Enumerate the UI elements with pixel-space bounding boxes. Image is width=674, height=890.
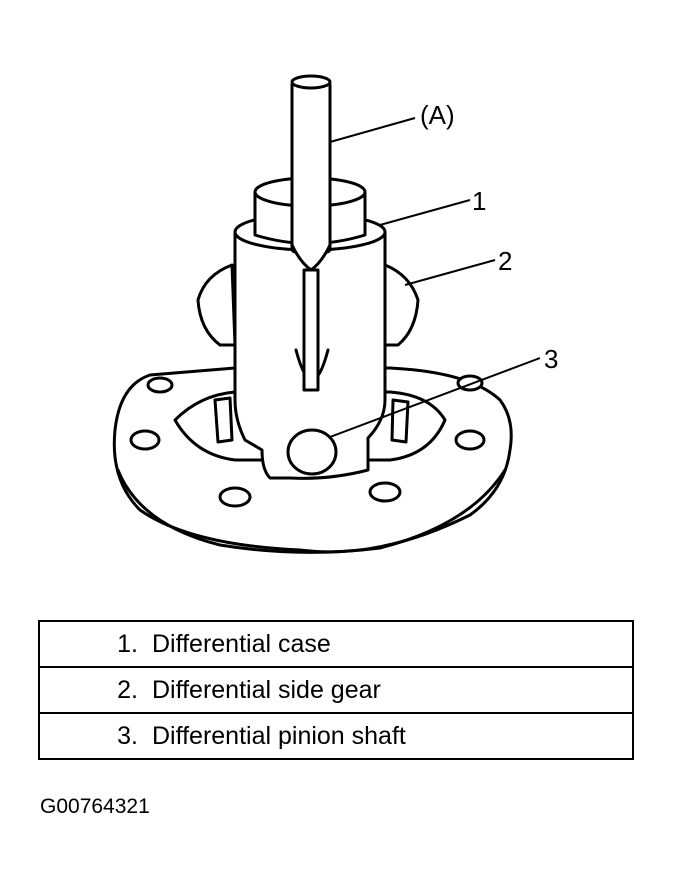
legend-row: 2. Differential side gear [38,666,634,714]
bolt-hole [454,429,486,451]
legend-number: 3. [117,721,138,750]
bolt-hole [146,376,174,394]
bolt-hole [368,481,402,503]
leader-2 [404,259,496,286]
callout-3: 3 [544,344,559,374]
figure-id: G00764321 [40,795,150,818]
leader-1 [379,199,471,226]
legend-text: Differential case [152,629,331,658]
tool-pin [302,268,320,392]
gear-tooth [390,398,410,444]
bolt-hole [129,429,161,451]
legend-row: 3. Differential pinion shaft [38,712,634,760]
leader-3 [329,357,541,438]
tool-shaft [290,80,332,254]
flange-lower-edge [116,468,507,554]
legend-number: 2. [117,675,138,704]
callout-1: 1 [472,186,487,216]
legend-number: 1. [117,629,138,658]
callout-tool-a: (A) [420,100,455,130]
side-gear-right [383,263,420,347]
leader-a [329,117,416,143]
parts-legend: 1. Differential case 2. Differential side … [38,620,634,760]
tool-top [290,74,332,90]
callout-2: 2 [498,246,513,276]
gear-tooth [213,396,234,444]
differential-illustration [112,74,541,554]
bolt-hole [218,486,252,508]
legend-text: Differential side gear [152,675,381,704]
legend-row: 1. Differential case [38,620,634,668]
legend-text: Differential pinion shaft [152,721,406,750]
pinion-shaft-hole [286,428,338,476]
side-gear-left [196,263,237,347]
